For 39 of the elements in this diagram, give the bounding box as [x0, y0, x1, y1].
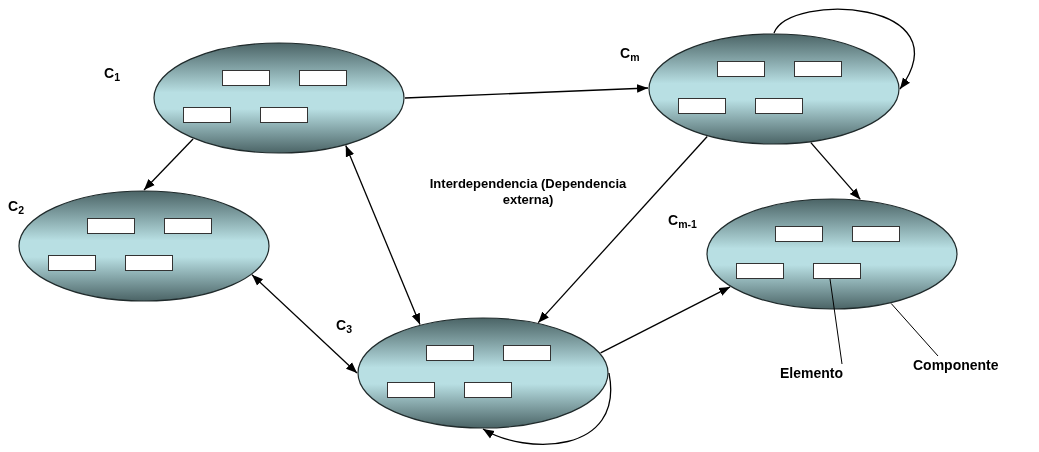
callout-text: Componente [913, 358, 999, 372]
callout-text: Elemento [780, 366, 843, 380]
annotation-text: Interdependencia (Dependencia externa) [428, 176, 628, 208]
element-box [717, 61, 765, 77]
element-box [164, 218, 212, 234]
element-box [260, 107, 308, 123]
element-box [794, 61, 842, 77]
element-box [222, 70, 270, 86]
element-box [87, 218, 135, 234]
arrow [404, 84, 649, 99]
element-box [813, 263, 861, 279]
arrow [482, 372, 612, 445]
element-box [183, 107, 231, 123]
element-box [464, 382, 512, 398]
element-box [426, 345, 474, 361]
element-box [503, 345, 551, 361]
arrow [345, 144, 421, 326]
leader-line [890, 302, 939, 357]
component-label: C$_{2}$ [8, 199, 24, 213]
arrow [810, 141, 861, 201]
element-box [755, 98, 803, 114]
element-box [125, 255, 173, 271]
element-box [736, 263, 784, 279]
element-box [387, 382, 435, 398]
component-label: C$_{3}$ [336, 318, 352, 332]
element-box [852, 226, 900, 242]
component-label: C$_{m}$ [620, 46, 640, 60]
arrow [600, 286, 731, 354]
arrow [773, 8, 915, 90]
element-box [299, 70, 347, 86]
arrow [143, 138, 194, 191]
element-box [775, 226, 823, 242]
arrow [251, 274, 358, 374]
element-box [678, 98, 726, 114]
arrow [537, 135, 708, 324]
component-label: C$_{m-1}$ [668, 213, 697, 227]
component-label: C$_{1}$ [104, 66, 120, 80]
element-box [48, 255, 96, 271]
leader-line [829, 278, 843, 365]
